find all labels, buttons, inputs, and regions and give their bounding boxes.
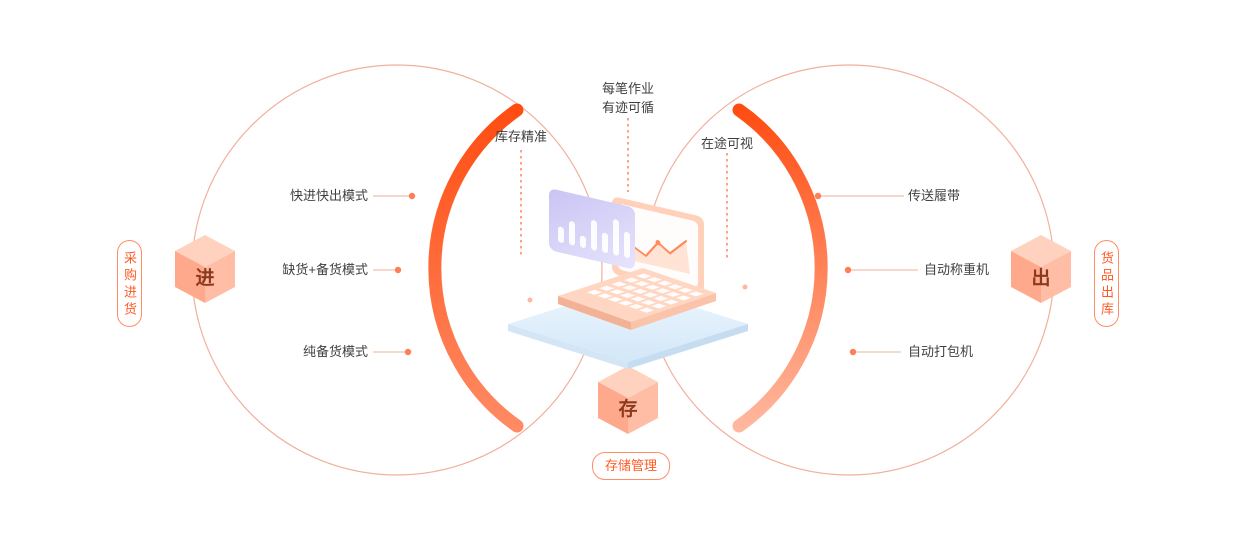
note-traceable-line2: 有迹可循 [601,100,654,115]
note-inventory-accurate: 库存精准 [494,129,547,144]
outbound-device-conveyor: 传送履带 [908,188,961,203]
inbound-mode-pure-stock: 纯备货模式 [302,344,368,359]
laptop-keyboard [558,268,716,330]
inbound-side-pill: 采购进货 [117,240,142,327]
deco-dot-left [527,297,533,303]
inbound-mode-fast-in-out: 快进快出模式 [289,188,368,203]
inbound-mode-shortage-stock: 缺货+备货模式 [282,262,368,277]
right-arc [732,103,828,433]
left-arc [428,103,524,433]
deco-dot-right [742,284,748,290]
outbound-device-packer: 自动打包机 [908,344,974,359]
dotted-guides [520,118,728,260]
bar-chart-panel [549,189,635,269]
note-traceable: 每笔作业 有迹可循 [576,79,680,117]
inbound-cube [175,235,235,303]
outbound-cube-glyph: 出 [1031,268,1051,289]
right-connectors [814,192,918,356]
note-traceable-line1: 每笔作业 [601,81,654,96]
outbound-device-weigher: 自动称重机 [924,262,990,277]
note-in-transit-visible: 在途可视 [700,136,753,151]
outbound-cube [1011,235,1071,303]
laptop-illustration [508,189,748,369]
inbound-cube-glyph: 进 [195,268,215,289]
storage-pill: 存储管理 [592,452,671,480]
storage-cube [598,366,658,434]
left-connectors [373,192,416,356]
outbound-side-pill: 货品出库 [1094,240,1119,327]
storage-cube-glyph: 存 [618,399,638,420]
